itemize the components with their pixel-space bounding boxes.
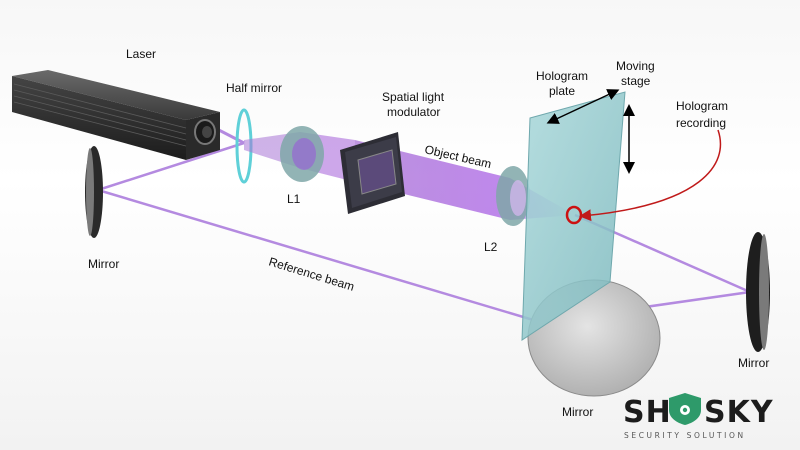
label-slm-line1: Spatial light xyxy=(382,90,445,104)
label-hologram-plate-line1: Hologram xyxy=(536,69,588,83)
label-l1: L1 xyxy=(287,192,301,206)
modulator-icon xyxy=(340,132,405,214)
label-reference-beam: Reference beam xyxy=(267,254,356,293)
label-hologram-recording-line1: Hologram xyxy=(676,99,728,113)
logo-text-right: SKY xyxy=(704,395,774,430)
label-slm-line2: modulator xyxy=(387,105,440,119)
logo: SH SKY SECURITY SOLUTION xyxy=(623,393,774,440)
logo-text-left: SH xyxy=(623,395,672,430)
mirror-icon xyxy=(746,232,770,352)
label-hologram-plate-line2: plate xyxy=(549,84,575,98)
logo-subtitle: SECURITY SOLUTION xyxy=(624,431,746,440)
mirror-icon xyxy=(85,146,103,238)
label-mirror-right: Mirror xyxy=(738,356,769,370)
label-laser: Laser xyxy=(126,47,156,61)
recording-arrow-icon xyxy=(579,129,722,222)
label-mirror-bottom: Mirror xyxy=(562,405,593,419)
label-hologram-recording-line2: recording xyxy=(676,116,726,130)
lens-icon xyxy=(280,126,324,182)
lens-icon xyxy=(496,166,530,226)
laser-icon xyxy=(12,70,220,160)
stage-horizontal-arrow-icon xyxy=(546,89,620,124)
shield-logo-icon xyxy=(669,393,701,425)
label-moving-stage-line1: Moving xyxy=(616,59,655,73)
label-moving-stage-line2: stage xyxy=(621,74,651,88)
label-l2: L2 xyxy=(484,240,498,254)
label-mirror-left: Mirror xyxy=(88,257,119,271)
label-half-mirror: Half mirror xyxy=(226,81,282,95)
